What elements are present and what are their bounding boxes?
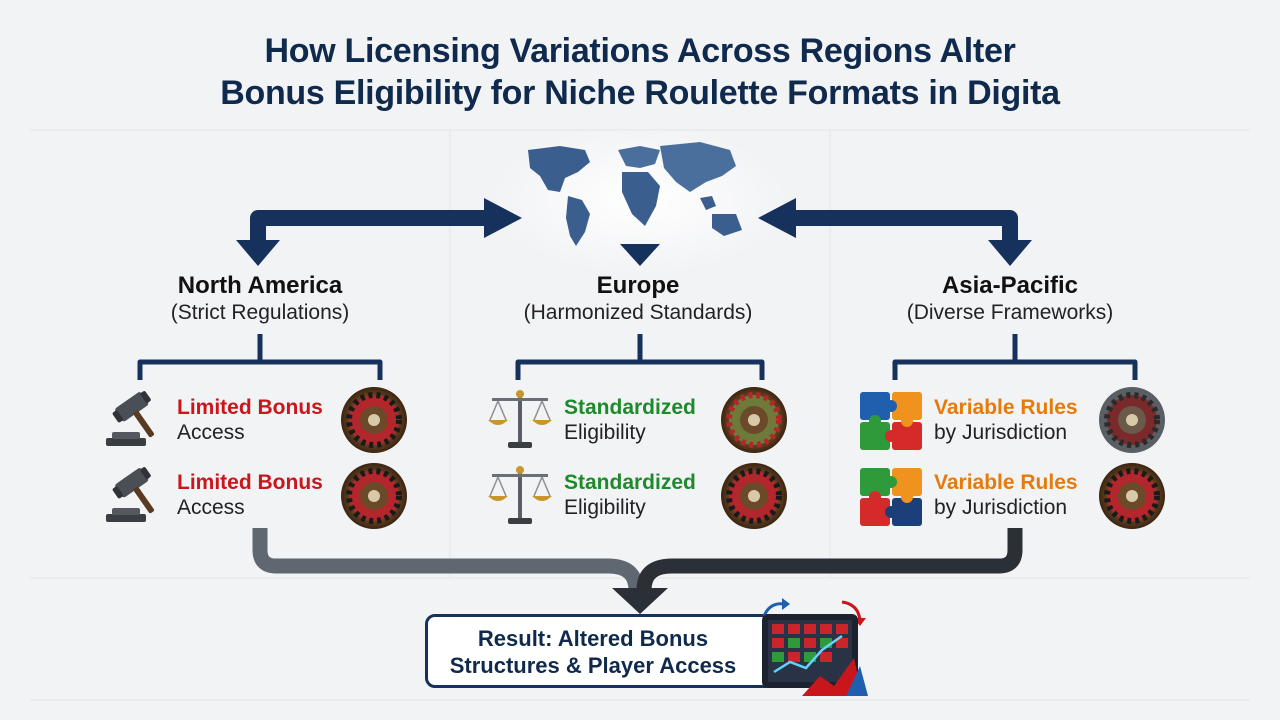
bottom-flow-arrows (252, 528, 1023, 614)
row-text: Access (177, 421, 245, 444)
list-item: Variable Rules by Jurisdiction (856, 460, 1176, 530)
row-highlight: Standardized (564, 396, 696, 419)
arrow-head-result (612, 588, 668, 614)
tablet-chart-icon (762, 598, 868, 696)
row-text: Access (177, 496, 245, 519)
row-highlight: Limited Bonus (177, 396, 323, 419)
list-item: Limited Bonus Access (100, 384, 420, 454)
scales-icon (488, 390, 552, 448)
row-label: Standardized Eligibility (564, 395, 696, 445)
row-highlight: Variable Rules (934, 471, 1078, 494)
list-item: Standardized Eligibility (484, 460, 804, 530)
arrow-head-down-right (988, 240, 1032, 266)
region-europe: Europe (Harmonized Standards) (488, 272, 788, 326)
region-subtitle: (Strict Regulations) (170, 301, 350, 324)
list-item: Limited Bonus Access (100, 460, 420, 530)
region-asia-pacific: Asia-Pacific (Diverse Frameworks) (860, 272, 1160, 326)
top-flow-arrows (236, 198, 1032, 266)
roulette-wheel-icon (721, 387, 787, 453)
arrow-head-down-left (236, 240, 280, 266)
row-text: Eligibility (564, 421, 646, 444)
row-label: Limited Bonus Access (177, 470, 323, 520)
row-highlight: Standardized (564, 471, 696, 494)
arrow-head-left (758, 198, 796, 238)
row-highlight: Limited Bonus (177, 471, 323, 494)
row-label: Limited Bonus Access (177, 395, 323, 445)
region-north-america: North America (Strict Regulations) (110, 272, 410, 326)
row-text: by Jurisdiction (934, 421, 1068, 444)
gavel-icon (106, 391, 155, 446)
puzzle-icon (860, 392, 922, 450)
page-title: How Licensing Variations Across Regions … (0, 30, 1280, 114)
row-label: Variable Rules by Jurisdiction (934, 470, 1078, 520)
roulette-wheel-icon (1099, 387, 1165, 453)
region-subtitle: (Harmonized Standards) (523, 301, 753, 324)
row-highlight: Variable Rules (934, 396, 1078, 419)
region-name: North America (177, 272, 343, 299)
arrow-head-right (484, 198, 522, 238)
title-line-2: Bonus Eligibility for Niche Roulette For… (220, 74, 1060, 112)
row-label: Variable Rules by Jurisdiction (934, 395, 1078, 445)
roulette-wheel-icon (1099, 463, 1165, 529)
world-map-icon (490, 125, 790, 275)
result-line-1: Result: Altered Bonus (477, 626, 709, 651)
scales-icon (488, 466, 552, 524)
puzzle-icon (860, 468, 922, 526)
row-text: by Jurisdiction (934, 496, 1068, 519)
title-line-1: How Licensing Variations Across Regions … (264, 32, 1016, 70)
result-line-2: Structures & Player Access (449, 653, 737, 678)
row-label: Standardized Eligibility (564, 470, 696, 520)
roulette-wheel-icon (721, 463, 787, 529)
result-box: Result: Altered Bonus Structures & Playe… (425, 614, 775, 688)
result-text: Result: Altered Bonus Structures & Playe… (428, 625, 758, 679)
row-text: Eligibility (564, 496, 646, 519)
region-brackets (137, 334, 1138, 380)
list-item: Variable Rules by Jurisdiction (856, 384, 1176, 454)
arrow-head-down-center (620, 244, 660, 266)
gavel-icon (106, 467, 155, 522)
region-name: Asia-Pacific (941, 272, 1079, 299)
region-name: Europe (596, 272, 680, 299)
roulette-wheel-icon (341, 463, 407, 529)
roulette-wheel-icon (341, 387, 407, 453)
region-subtitle: (Diverse Frameworks) (906, 301, 1114, 324)
list-item: Standardized Eligibility (484, 384, 804, 454)
